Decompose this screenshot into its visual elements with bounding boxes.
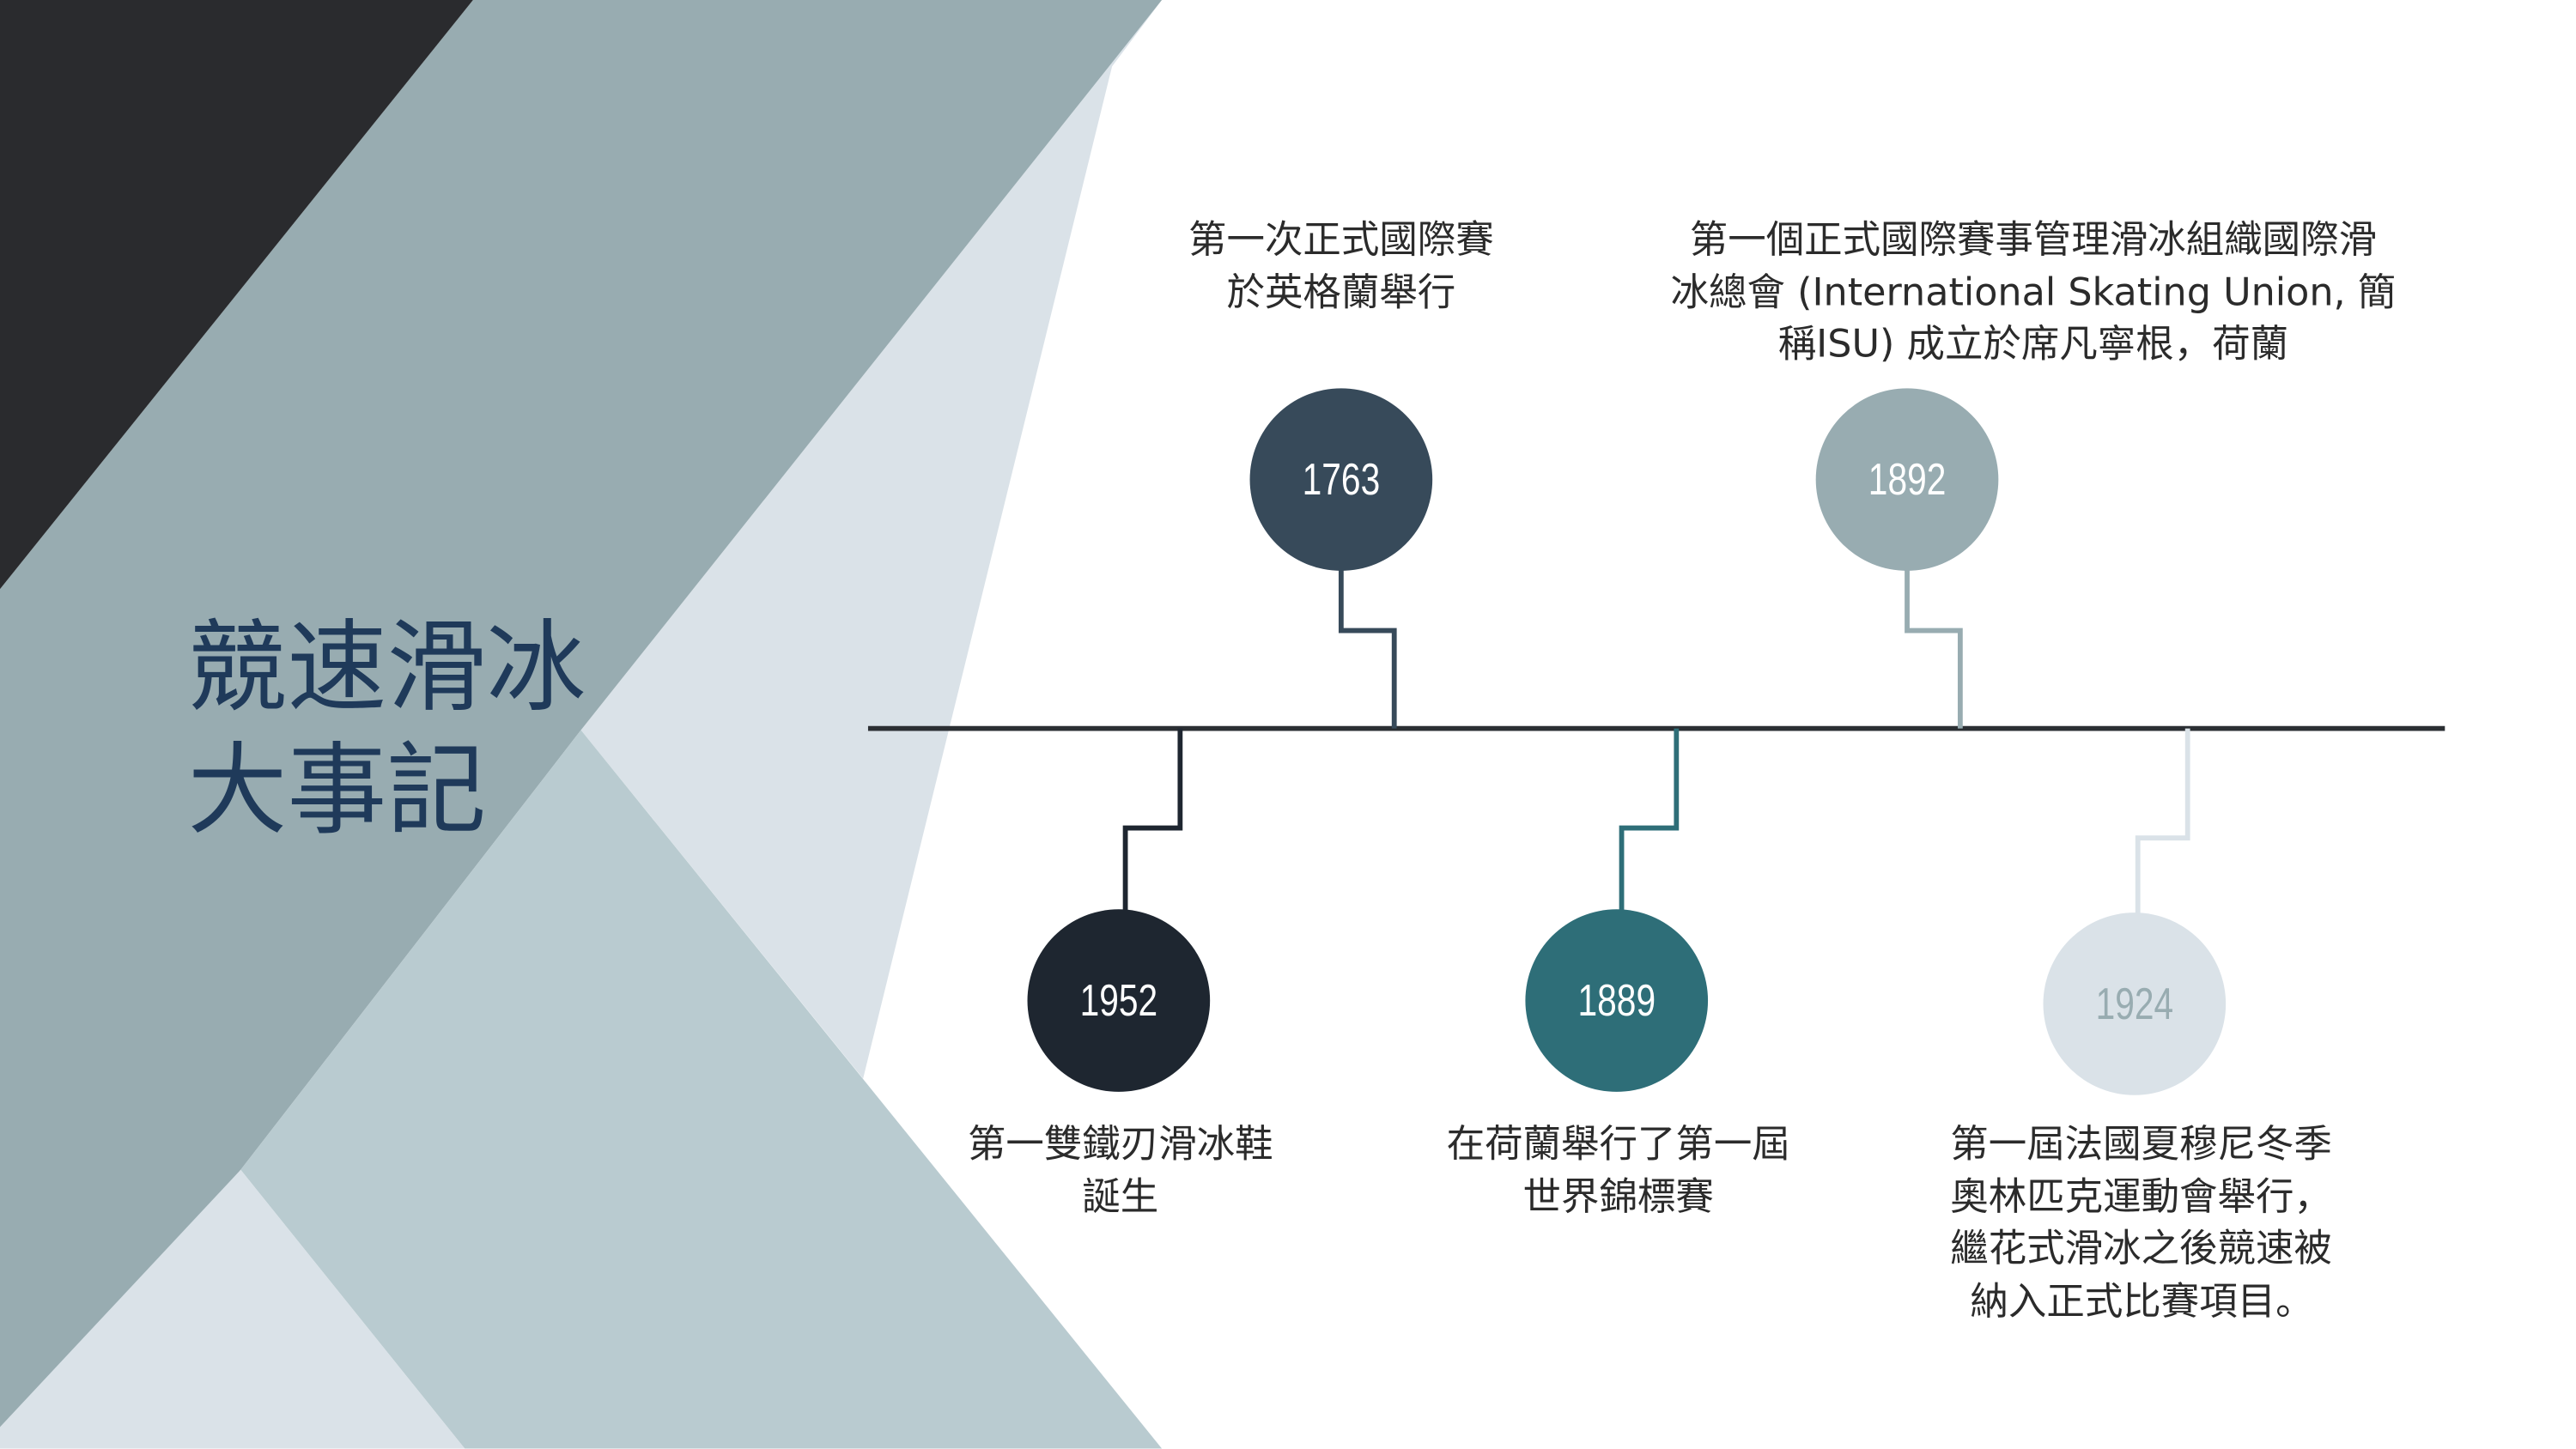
event-label-1763: 第一次正式國際賽 於英格蘭舉行 — [1188, 215, 1494, 320]
connector-1889 — [1619, 728, 1680, 917]
label-line: 稱ISU) 成立於席凡寧根，荷蘭 — [1777, 323, 2289, 367]
label-line: 第一屆法國夏穆尼冬季 — [1950, 1123, 2332, 1167]
year-text: 1892 — [1868, 453, 1947, 504]
connector-1952 — [1122, 728, 1183, 917]
label-line: 在荷蘭舉行了第一屆 — [1446, 1123, 1790, 1167]
gray-band — [0, 0, 1163, 1449]
event-label-1889: 在荷蘭舉行了第一屆 世界錦標賽 — [1447, 1120, 1790, 1225]
dark-triangle — [0, 0, 473, 590]
title-line: 大事記 — [187, 733, 487, 850]
pale-triangle-top — [580, 0, 1163, 1079]
event-label-1924: 第一屆法國夏穆尼冬季 奧林匹克運動會舉行， 繼花式滑冰之後競速被 納入正式比賽項… — [1950, 1120, 2332, 1330]
year-circle-1952: 1952 — [1027, 909, 1211, 1092]
title-line: 競速滑冰 — [187, 610, 586, 727]
year-circle-1763: 1763 — [1249, 388, 1433, 571]
connector-1763 — [1338, 564, 1397, 729]
label-line: 誕生 — [1082, 1175, 1159, 1219]
year-circle-1924: 1924 — [2043, 912, 2227, 1095]
label-line: 冰總會 (International Skating Union, 簡 — [1670, 271, 2397, 315]
label-line: 第一次正式國際賽 — [1188, 219, 1494, 263]
year-text: 1952 — [1079, 974, 1158, 1025]
event-label-1892: 第一個正式國際賽事管理滑冰組織國際滑 冰總會 (International Sk… — [1671, 215, 2397, 373]
year-text: 1763 — [1302, 453, 1381, 504]
label-line: 奧林匹克運動會舉行， — [1950, 1175, 2332, 1219]
label-line: 於英格蘭舉行 — [1226, 271, 1456, 315]
page-title: 競速滑冰 大事記 — [187, 607, 586, 852]
connector-1924 — [2135, 728, 2190, 921]
connector-1892 — [1905, 564, 1963, 729]
label-line: 第一個正式國際賽事管理滑冰組織國際滑 — [1689, 219, 2378, 263]
label-line: 繼花式滑冰之後競速被 — [1950, 1228, 2332, 1271]
pale-triangle-bottom — [0, 1169, 465, 1449]
event-label-1952: 第一雙鐵刃滑冰鞋 誕生 — [968, 1120, 1273, 1225]
light-band — [240, 730, 1163, 1449]
label-line: 第一雙鐵刃滑冰鞋 — [967, 1123, 1273, 1167]
year-text: 1889 — [1577, 974, 1656, 1025]
label-line: 世界錦標賽 — [1522, 1175, 1714, 1219]
year-circle-1889: 1889 — [1525, 909, 1709, 1092]
label-line: 納入正式比賽項目。 — [1970, 1280, 2314, 1324]
year-circle-1892: 1892 — [1815, 388, 1999, 571]
year-text: 1924 — [2095, 978, 2174, 1028]
